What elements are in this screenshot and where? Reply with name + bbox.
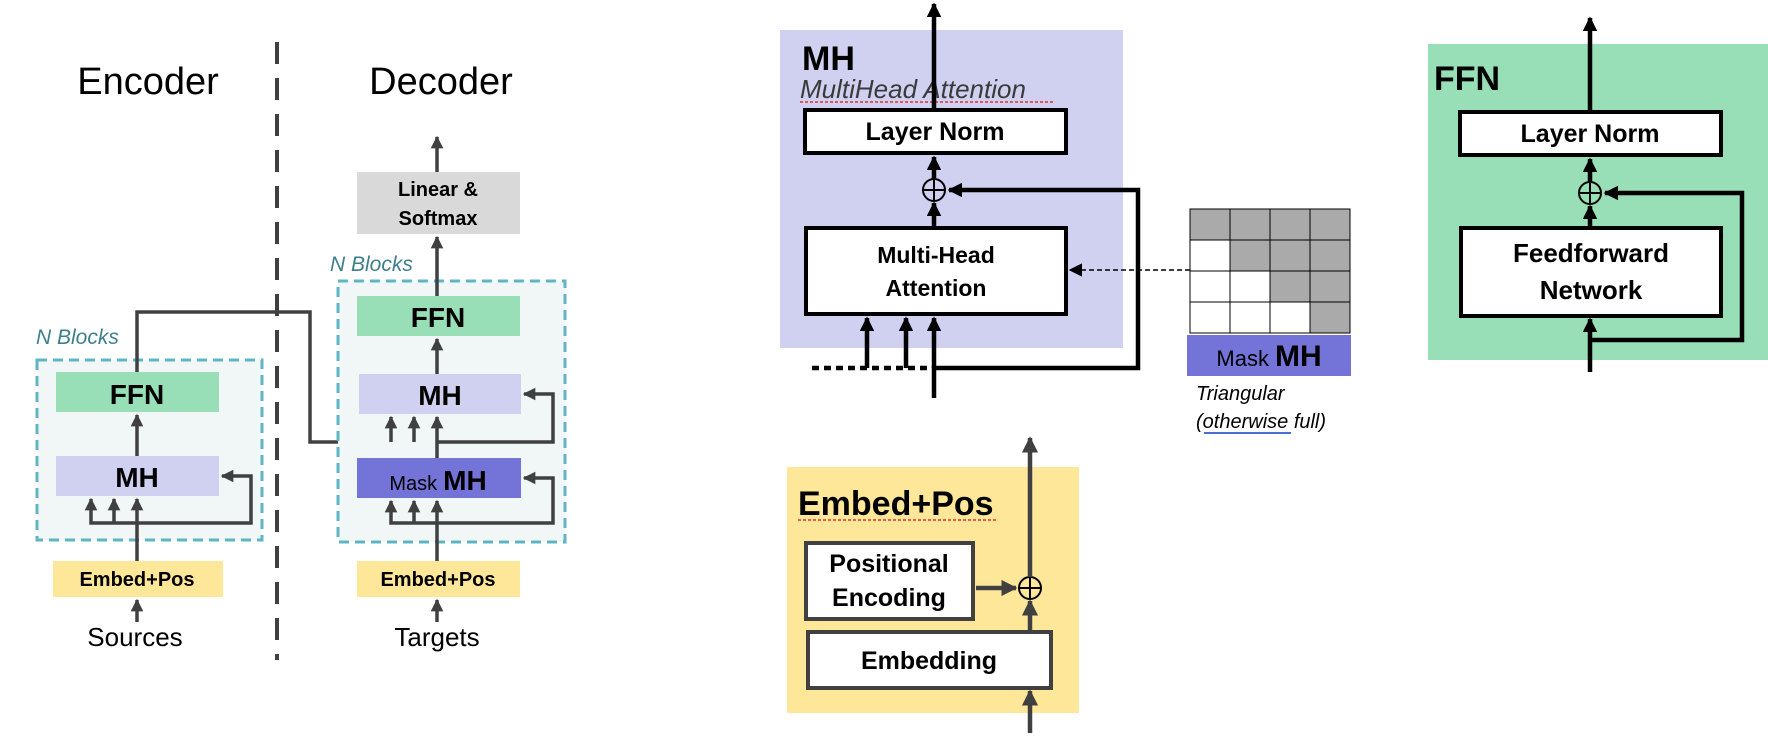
ffn-network-label-1: Feedforward xyxy=(1513,238,1669,268)
mask-grid xyxy=(1189,208,1351,334)
positional-encoding-label-1: Positional xyxy=(829,550,948,578)
decoder-ffn-box xyxy=(357,296,520,336)
mask-cell xyxy=(1189,301,1231,334)
decoder-ffn-label: FFN xyxy=(411,302,465,333)
decoder-mh-label: MH xyxy=(418,380,462,411)
dec-mask-residual-arrow xyxy=(437,471,555,525)
mh-detail-panel: MH MultiHead Attention Layer Norm Multi-… xyxy=(780,2,1351,434)
decoder-linear-label-2: Softmax xyxy=(399,208,478,230)
mask-cell xyxy=(1229,301,1271,334)
mask-note-line-2: (otherwise full) xyxy=(1196,411,1326,433)
embedding-label: Embedding xyxy=(861,647,997,675)
decoder-mh-box xyxy=(359,374,521,414)
mh-residual-arrow xyxy=(931,182,1141,398)
embed-detail-title: Embed+Pos xyxy=(798,485,994,523)
mask-cell xyxy=(1309,301,1351,334)
encoder-ffn-box xyxy=(56,372,219,412)
mask-cell xyxy=(1269,301,1311,334)
mask-mh-big: MH xyxy=(1275,340,1322,373)
mh-attention-label-1: Multi-Head xyxy=(877,242,995,268)
enc-residual-arrow xyxy=(137,469,253,525)
mask-cell xyxy=(1189,208,1231,241)
dec-mask-q-arrow xyxy=(384,499,437,525)
decoder-linear-label-1: Linear & xyxy=(398,179,478,201)
mask-cell xyxy=(1269,239,1311,272)
ffn-network-label-2: Network xyxy=(1540,275,1643,305)
positional-encoding-box xyxy=(804,541,975,621)
decoder-mask-big: MH xyxy=(443,465,487,496)
mask-note-line-1: Triangular xyxy=(1196,383,1286,405)
decoder-embed-box xyxy=(357,561,520,597)
enc-q-branch-arrow xyxy=(84,497,137,525)
encoder-mh-box xyxy=(56,456,219,496)
mask-mh-small: Mask xyxy=(1216,346,1270,371)
encoder-mh-label: MH xyxy=(115,462,159,493)
encoder-title: Encoder xyxy=(77,61,219,103)
embed-add-symbol xyxy=(1018,576,1042,600)
encoder-n-blocks-label: N Blocks xyxy=(36,326,119,349)
ffn-add-symbol xyxy=(1578,181,1602,205)
overview-panel: Encoder Decoder N Blocks FFN MH Embed+Po… xyxy=(35,42,567,660)
mask-cell xyxy=(1189,270,1231,303)
ffn-detail-title: FFN xyxy=(1434,60,1500,98)
mh-add-symbol xyxy=(922,178,946,202)
embed-detail-panel: Embed+Pos Positional Encoding Embedding xyxy=(787,436,1079,733)
mask-cell xyxy=(1309,208,1351,241)
ffn-detail-panel: FFN Layer Norm Feedforward Network xyxy=(1428,16,1768,372)
mask-cell xyxy=(1229,239,1271,272)
mh-layer-norm-label: Layer Norm xyxy=(866,118,1005,146)
decoder-title: Decoder xyxy=(369,61,513,103)
mask-mh-box xyxy=(1187,335,1351,376)
decoder-embed-label: Embed+Pos xyxy=(380,569,495,591)
decoder-input-label: Targets xyxy=(394,622,479,652)
mask-cell xyxy=(1309,239,1351,272)
ffn-layer-norm-label: Layer Norm xyxy=(1521,120,1660,148)
decoder-linear-softmax-box xyxy=(357,172,520,234)
mh-attention-label-2: Attention xyxy=(886,275,987,301)
mask-cell xyxy=(1269,208,1311,241)
decoder-n-blocks-label: N Blocks xyxy=(330,253,413,276)
encoder-embed-label: Embed+Pos xyxy=(79,569,194,591)
mask-cell xyxy=(1229,270,1271,303)
mask-cell xyxy=(1189,239,1231,272)
mh-detail-subtitle: MultiHead Attention xyxy=(800,74,1026,104)
decoder-mask-small: Mask xyxy=(389,473,438,495)
encoder-embed-box xyxy=(53,561,223,597)
mask-cell xyxy=(1309,270,1351,303)
dec-mh-residual-arrow xyxy=(437,387,555,444)
embedding-box xyxy=(806,630,1053,690)
mh-attention-box xyxy=(804,226,1068,316)
decoder-mask-mh-box xyxy=(357,458,521,498)
mask-cell xyxy=(1269,270,1311,303)
mask-cell xyxy=(1229,208,1271,241)
mh-detail-title: MH xyxy=(802,40,855,78)
positional-encoding-label-2: Encoding xyxy=(832,584,946,612)
encoder-input-label: Sources xyxy=(87,622,182,652)
ffn-residual-arrow xyxy=(1590,185,1745,343)
encoder-ffn-label: FFN xyxy=(110,379,164,410)
